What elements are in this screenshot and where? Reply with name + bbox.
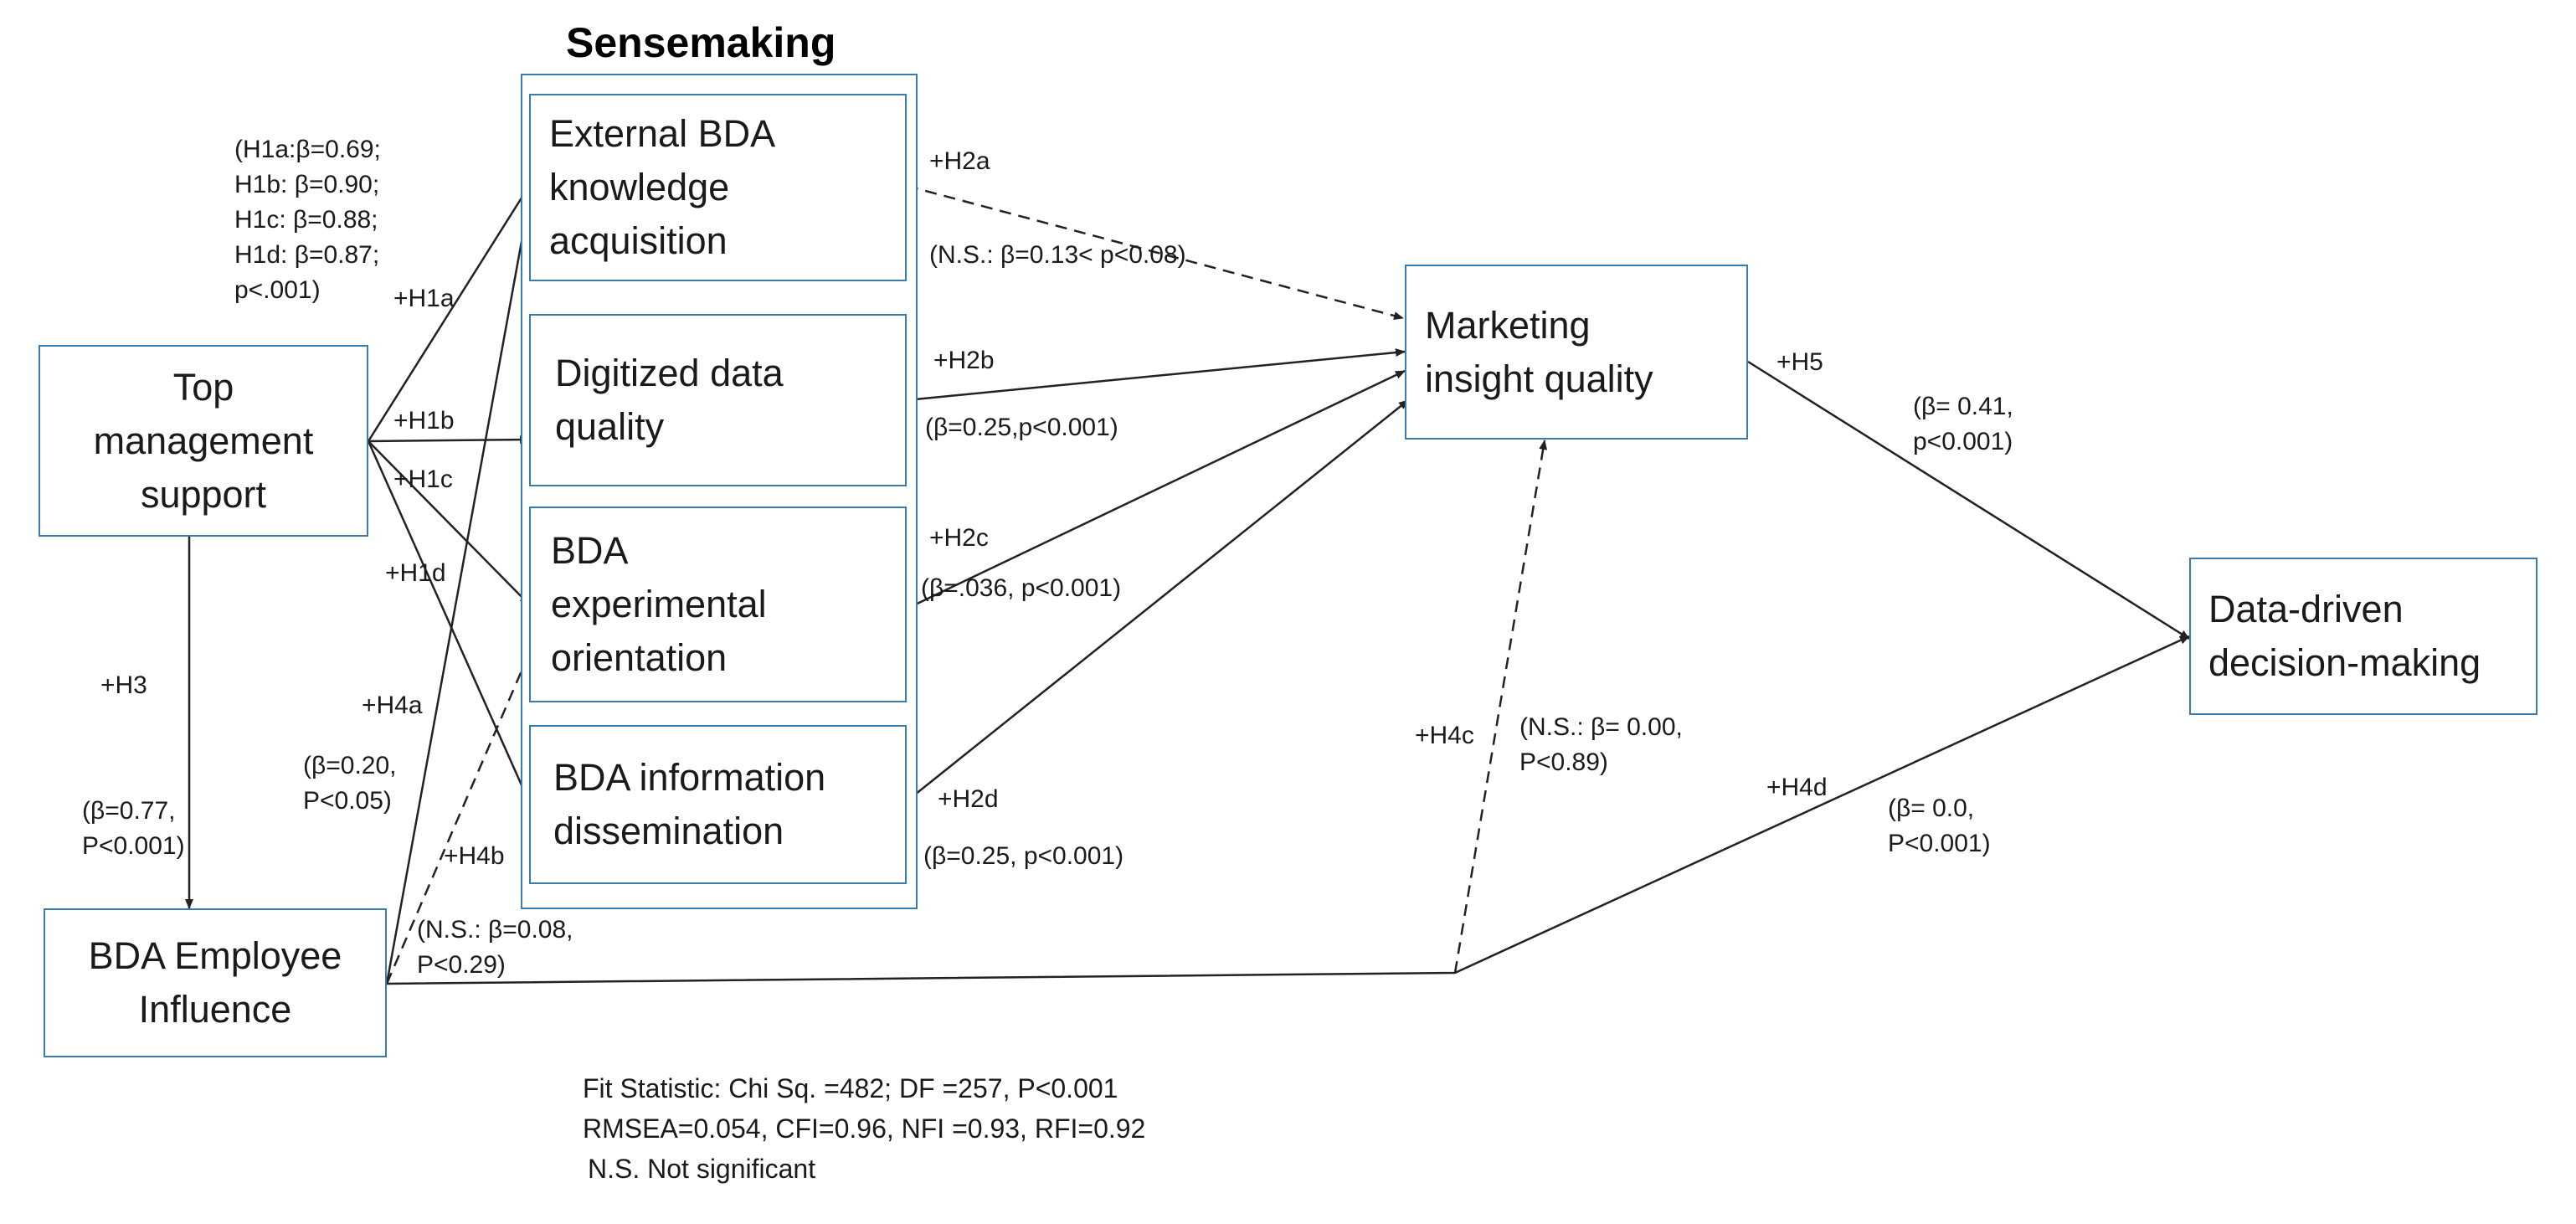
arrow-h1a <box>367 185 531 442</box>
arrow-h2c <box>906 369 1406 610</box>
node-external-bda <box>529 94 907 281</box>
label-h4c: +H4c <box>1415 722 1474 749</box>
node-bda-employee-text: BDA Employee Influence <box>88 934 342 1031</box>
node-marketing-insight-text: Marketing insight quality <box>1425 303 1653 400</box>
label-h4d-stats: (β= 0.0, P<0.001) <box>1888 795 1991 857</box>
label-h2d: +H2d <box>938 785 999 813</box>
node-bda-information-text: BDA information dissemination <box>553 756 826 852</box>
arrow-h2a <box>906 184 1404 320</box>
label-h4a: +H4a <box>362 692 423 719</box>
label-h4b-stats: (N.S.: β=0.08, P<0.29) <box>417 916 573 979</box>
label-h4c-stats: (N.S.: β= 0.00, P<0.89) <box>1519 713 1683 776</box>
arrow-h2b <box>906 348 1406 402</box>
node-bda-employee <box>44 908 387 1057</box>
diagram-title: Sensemaking <box>566 19 836 66</box>
label-h1-stats: (H1a:β=0.69; H1b: β=0.90; H1c: β=0.88; H… <box>234 136 381 304</box>
label-h5-stats: (β= 0.41, p<0.001) <box>1913 393 2013 455</box>
arrow-h1d <box>367 440 531 803</box>
fit-statistics: Fit Statistic: Chi Sq. =482; DF =257, P<… <box>583 1073 1146 1184</box>
node-marketing-insight <box>1405 265 1748 440</box>
label-h5: +H5 <box>1776 348 1823 376</box>
arrow-h4c <box>1453 440 1548 974</box>
label-h4b: +H4b <box>444 842 505 870</box>
node-digitized-data-text: Digitized data quality <box>555 352 784 448</box>
label-h4d: +H4d <box>1766 774 1828 801</box>
label-h2c: +H2c <box>929 524 989 552</box>
label-h2d-stats: (β=0.25, p<0.001) <box>923 842 1124 870</box>
node-digitized-data <box>529 314 907 486</box>
label-h3: +H3 <box>100 671 147 699</box>
label-h1c: +H1c <box>393 465 453 493</box>
label-h4a-stats: (β=0.20, P<0.05) <box>303 752 397 815</box>
label-h2a-stats: (N.S.: β=0.13< p<0.08) <box>929 241 1186 269</box>
node-data-driven <box>2189 558 2537 715</box>
label-h1b: +H1b <box>393 407 455 435</box>
label-h2a: +H2a <box>929 147 990 175</box>
arrow-h4a <box>385 208 530 985</box>
label-h2b-stats: (β=0.25,p<0.001) <box>925 414 1118 441</box>
node-bda-information <box>529 725 907 884</box>
arrow-h2d <box>906 399 1409 802</box>
label-h2c-stats: (β=.036, p<0.001) <box>921 574 1122 602</box>
label-h2b: +H2b <box>933 347 995 374</box>
label-h1a: +H1a <box>393 285 455 312</box>
label-h1d: +H1d <box>385 559 446 587</box>
node-top-management <box>39 345 368 537</box>
arrow-h5 <box>1747 360 2190 640</box>
arrow-h1c <box>368 440 530 605</box>
node-bda-experimental <box>529 507 907 702</box>
node-bda-experimental-text: BDA experimental orientation <box>551 529 767 679</box>
arrow-h4b <box>385 631 540 985</box>
node-external-bda-text: External BDA knowledge acquisition <box>549 112 776 262</box>
node-data-driven-text: Data-driven decision-making <box>2208 588 2481 684</box>
node-top-management-text: Top management support <box>93 365 314 516</box>
arrow-h1b <box>368 435 530 445</box>
label-h3-stats: (β=0.77, P<0.001) <box>82 797 185 860</box>
